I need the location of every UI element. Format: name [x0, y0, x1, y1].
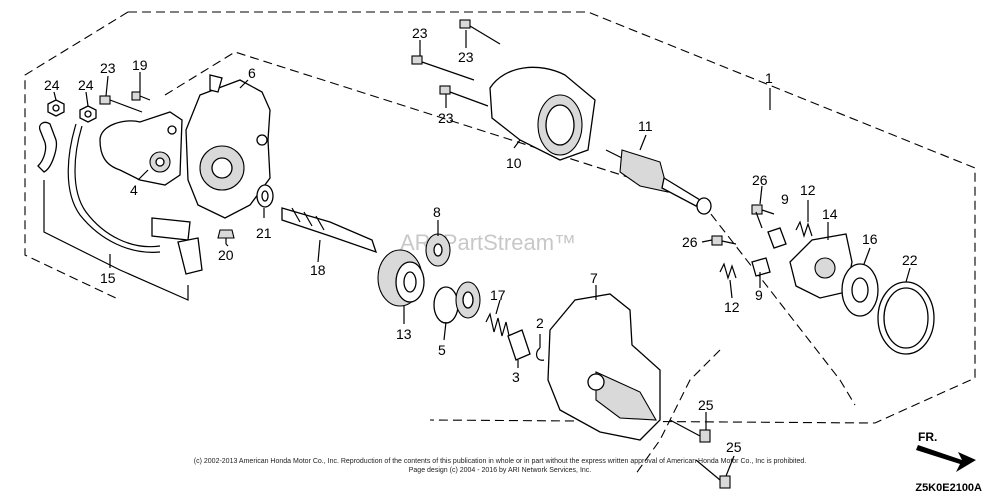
callout-22: 22	[902, 252, 918, 268]
callout-15: 15	[100, 270, 116, 286]
callout-2: 2	[536, 315, 544, 331]
part-26-screw-b	[711, 235, 737, 246]
part-11-armature	[605, 149, 712, 215]
part-25-bolt-b	[695, 459, 731, 489]
part-19-bolt	[131, 91, 151, 101]
part-9-brush-a	[767, 227, 787, 249]
callout-20: 20	[218, 247, 234, 263]
part-16-plate	[841, 263, 879, 317]
assembly-boundary-lower	[634, 349, 721, 476]
callout-12a: 12	[800, 182, 816, 198]
callout-8: 8	[433, 204, 441, 220]
part-23-bolt-upper-b	[411, 55, 475, 81]
callout-3: 3	[512, 369, 520, 385]
part-26-screw-a	[751, 204, 775, 215]
callout-24b: 24	[78, 77, 94, 93]
callout-26b: 26	[682, 234, 698, 250]
callout-23d: 23	[438, 110, 454, 126]
assembly-boundary-left	[24, 11, 129, 301]
part-12-spring-a	[795, 220, 813, 239]
part-21-washer	[256, 184, 274, 208]
part-23-bolt-upper-a	[459, 19, 501, 45]
part-5-pinion	[433, 281, 481, 324]
callout-18: 18	[310, 262, 326, 278]
callout-21: 21	[256, 225, 272, 241]
assembly-boundary-outer	[128, 11, 976, 424]
callout-9b: 9	[755, 287, 763, 303]
copyright-line-1: (c) 2002-2013 American Honda Motor Co., …	[193, 458, 807, 465]
callout-7: 7	[590, 270, 598, 286]
callout-4: 4	[130, 182, 138, 198]
callout-23c: 23	[100, 60, 116, 76]
callout-10: 10	[506, 155, 522, 171]
callout-25b: 25	[726, 439, 742, 455]
front-arrow-icon	[916, 445, 976, 472]
callout-19: 19	[132, 57, 148, 73]
callout-24a: 24	[44, 77, 60, 93]
part-9-brush-b	[751, 257, 771, 277]
part-23-bolt-left	[99, 95, 143, 113]
part-23-bolt-upper-c	[439, 85, 489, 107]
callout-11: 11	[638, 118, 653, 134]
part-15-cable	[37, 121, 203, 275]
callout-17: 17	[490, 287, 506, 303]
part-13-clutch-gear	[377, 249, 425, 307]
part-2-clip	[535, 347, 545, 361]
part-7-rear-housing	[547, 293, 661, 441]
part-14-brush-holder	[789, 233, 853, 299]
diagram-code: Z5K0E2100A	[915, 482, 982, 494]
callout-13: 13	[396, 326, 412, 342]
part-24-nut-b	[79, 105, 97, 123]
front-label: FR.	[918, 430, 938, 444]
callout-14: 14	[822, 206, 838, 222]
part-20-screw	[217, 229, 235, 244]
part-8-planetary-gear	[425, 233, 451, 267]
copyright-line-2: Page design (c) 2004 - 2016 by ARI Netwo…	[408, 467, 592, 474]
part-17-spring	[485, 312, 511, 341]
callout-12b: 12	[724, 299, 740, 315]
leader-lines	[53, 30, 911, 477]
part-22-gasket	[877, 281, 935, 355]
callout-9a: 9	[781, 191, 789, 207]
callout-5: 5	[438, 342, 446, 358]
callout-16: 16	[862, 231, 878, 247]
part-10-yoke	[489, 66, 596, 161]
part-12-spring-b	[719, 262, 737, 281]
callout-23b: 23	[458, 49, 474, 65]
part-24-nut-a	[47, 99, 65, 117]
part-15-bracket-line	[43, 180, 189, 301]
part-3-collar	[507, 329, 531, 361]
callout-25a: 25	[698, 397, 714, 413]
part-18-shaft	[281, 207, 378, 254]
part-25-bolt-a	[669, 419, 711, 443]
callout-26a: 26	[752, 172, 768, 188]
part-4-solenoid	[99, 111, 183, 186]
callout-1: 1	[765, 70, 773, 86]
callout-6: 6	[248, 65, 256, 81]
callout-23a: 23	[412, 25, 428, 41]
